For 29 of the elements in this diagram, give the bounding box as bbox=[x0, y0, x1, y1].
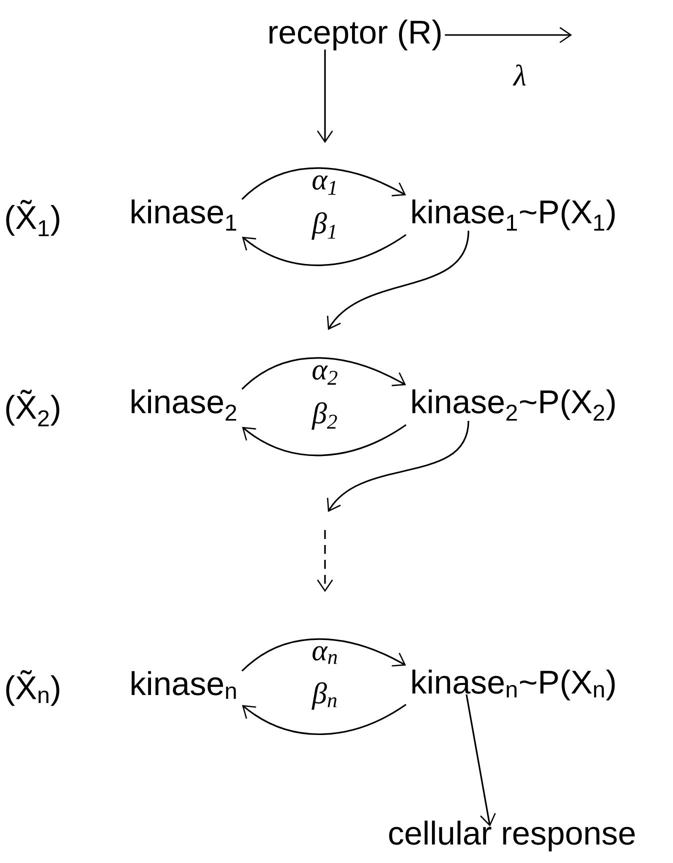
arrow bbox=[444, 27, 572, 44]
edge-label: λ bbox=[512, 64, 526, 86]
arrow bbox=[326, 230, 470, 330]
species-label: kinase$_{n}$~P(X$_{n}$) bbox=[412, 670, 615, 700]
arrow bbox=[466, 694, 496, 826]
arrow bbox=[242, 234, 406, 266]
species-label: receptor (R) bbox=[270, 20, 441, 50]
edge-label: β$_{2}$ bbox=[312, 402, 337, 430]
edge-label: α$_{n}$ bbox=[312, 646, 337, 664]
arrow bbox=[317, 50, 333, 143]
edge-label: α$_{2}$ bbox=[312, 365, 338, 385]
beside-label: (X̃$_{2}$) bbox=[6, 390, 60, 426]
edge-label: β$_{n}$ bbox=[312, 682, 337, 710]
species-label: kinase$_{1}$~P(X$_{1}$) bbox=[412, 199, 615, 231]
species-label: kinase$_{2}$ bbox=[132, 389, 236, 421]
arrow bbox=[242, 424, 406, 456]
species-label: kinase$_{n}$ bbox=[132, 671, 236, 699]
species-label: cellular response bbox=[389, 820, 635, 852]
beside-label: (X̃$_{1}$) bbox=[6, 200, 60, 236]
species-label: kinase$_{2}$~P(X$_{2}$) bbox=[412, 389, 615, 421]
beside-label: (X̃$_{n}$) bbox=[6, 670, 60, 706]
edge-label: α$_{1}$ bbox=[312, 175, 336, 195]
arrow bbox=[241, 357, 406, 390]
arrow bbox=[241, 638, 406, 672]
species-label: kinase$_{1}$ bbox=[132, 199, 236, 231]
arrow bbox=[326, 420, 470, 512]
edge-label: β$_{1}$ bbox=[312, 212, 336, 240]
arrow bbox=[241, 167, 406, 200]
arrow bbox=[242, 704, 406, 735]
